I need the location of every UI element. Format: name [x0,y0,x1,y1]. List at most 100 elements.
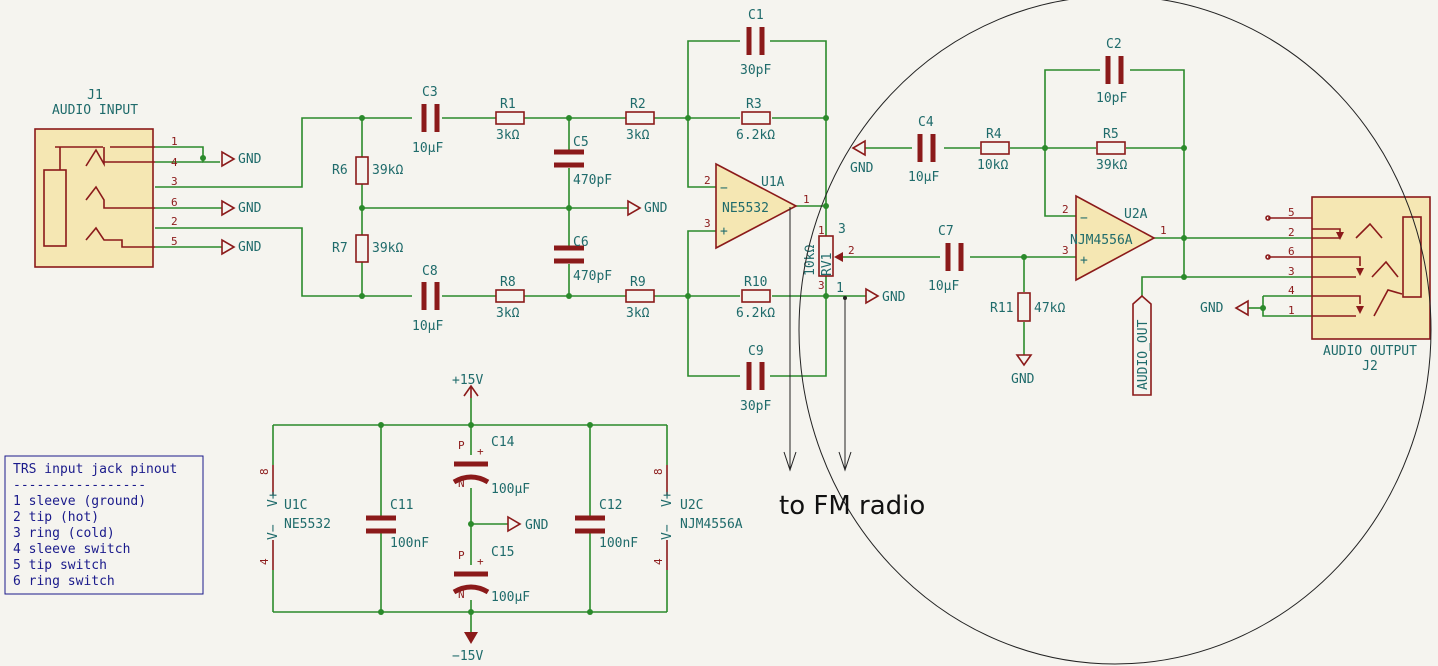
svg-text:R10: R10 [744,275,767,290]
svg-text:+: + [477,445,484,458]
svg-text:10µF: 10µF [412,141,443,156]
svg-text:C11: C11 [390,498,413,513]
svg-text:1: 1 [1160,224,1167,237]
svg-text:10µF: 10µF [928,279,959,294]
svg-text:6.2kΩ: 6.2kΩ [736,306,775,321]
svg-text:N: N [458,588,465,601]
fm-radio-annotation: to FM radio [779,0,1432,665]
svg-text:2: 2 [704,174,711,187]
gnd-label: GND [238,201,262,216]
svg-text:R7: R7 [332,241,348,256]
svg-text:R4: R4 [986,127,1002,142]
svg-text:R6: R6 [332,163,348,178]
capacitor-c4: C4 10µF [908,115,939,185]
svg-text:R8: R8 [500,275,516,290]
svg-text:10kΩ: 10kΩ [803,245,818,276]
capacitor-c5: C5 470pF [554,135,612,188]
j1-pin-1: 1 [171,135,178,148]
svg-text:100µF: 100µF [491,482,530,497]
j1-pin-5: 5 [171,235,178,248]
capacitor-c15: P N + C15 100µF [452,545,530,605]
svg-text:10pF: 10pF [1096,91,1127,106]
svg-text:39kΩ: 39kΩ [1096,158,1127,173]
capacitor-c1: C1 30pF [740,8,771,78]
resistor-r2: R2 3kΩ [625,97,655,143]
svg-text:6.2kΩ: 6.2kΩ [736,128,775,143]
svg-text:3kΩ: 3kΩ [496,128,520,143]
svg-text:R1: R1 [500,97,516,112]
net-label-audio-out: AUDIO_OUT [1132,294,1152,396]
gnd-label: GND [1200,301,1224,316]
svg-text:8: 8 [652,468,665,475]
svg-text:C9: C9 [748,344,764,359]
gnd-label: GND [882,290,906,305]
svg-text:NE5532: NE5532 [722,201,769,216]
svg-text:3kΩ: 3kΩ [496,306,520,321]
rv1-pin-1-mark: 1 [836,281,844,296]
j1-value: AUDIO INPUT [52,103,138,118]
svg-text:10µF: 10µF [412,319,443,334]
svg-text:6: 6 [1288,245,1295,258]
svg-text:N: N [458,477,465,490]
svg-text:R2: R2 [630,97,646,112]
svg-text:2: 2 [1288,226,1295,239]
svg-text:U2A: U2A [1124,207,1148,222]
svg-text:1: 1 [803,193,810,206]
resistor-r4: R4 10kΩ [977,127,1010,173]
resistor-r1: R1 3kΩ [495,97,525,143]
svg-text:NJM4556A: NJM4556A [1070,233,1133,248]
resistor-r9: R9 3kΩ [625,275,655,321]
svg-text:4: 4 [652,558,665,565]
gnd-label: GND [238,240,262,255]
svg-text:−: − [720,181,728,196]
capacitor-c11: C11 100nF [366,498,429,551]
svg-text:10µF: 10µF [908,170,939,185]
svg-text:U1A: U1A [761,175,785,190]
resistor-r6: R6 39kΩ [332,156,403,185]
svg-text:R3: R3 [746,97,762,112]
capacitor-c3: C3 10µF [412,85,443,156]
gnd-label: GND [238,152,262,167]
svg-text:V+: V+ [266,491,281,507]
svg-text:C12: C12 [599,498,622,513]
j2-ref: J2 [1362,359,1378,374]
svg-text:3kΩ: 3kΩ [626,306,650,321]
svg-text:3: 3 [1062,244,1069,257]
j1-pin-4: 4 [171,156,178,169]
note-line: 5 tip switch [13,558,107,573]
svg-text:47kΩ: 47kΩ [1034,301,1065,316]
resistor-r10: R10 6.2kΩ [736,275,775,321]
resistor-r8: R8 3kΩ [495,275,525,321]
annotation-text: to FM radio [779,491,925,521]
opamp-u2a: 2 3 1 − + U2A NJM4556A [1062,194,1167,282]
rv1-pin-3-mark: 3 [838,222,846,237]
capacitor-c14: P N + C14 100µF [452,435,530,497]
gnd-label: GND [1011,372,1035,387]
note-separator: ----------------- [13,478,146,493]
svg-text:U1C: U1C [284,498,307,513]
svg-text:30pF: 30pF [740,63,771,78]
svg-text:100nF: 100nF [599,536,638,551]
svg-text:R11: R11 [990,301,1013,316]
capacitor-c2: C2 10pF [1096,37,1127,106]
svg-text:+: + [477,555,484,568]
svg-text:C7: C7 [938,224,954,239]
svg-text:1: 1 [1288,304,1295,317]
svg-text:U2C: U2C [680,498,703,513]
svg-text:+15V: +15V [452,373,483,388]
gnd-label: GND [644,201,668,216]
svg-text:−15V: −15V [452,649,483,664]
rv1-pin-3: 3 [818,279,825,292]
svg-text:3kΩ: 3kΩ [626,128,650,143]
svg-text:+: + [720,224,728,239]
resistor-r11: R11 47kΩ [990,292,1065,322]
note-line: 4 sleeve switch [13,542,130,557]
gnd-label: GND [525,518,549,533]
svg-text:NJM4556A: NJM4556A [680,517,743,532]
svg-text:5: 5 [1288,206,1295,219]
potentiometer-rv1: RV1 10kΩ 1 2 3 3 1 [803,222,855,296]
svg-text:C3: C3 [422,85,438,100]
capacitor-c7: C7 10µF [928,224,964,294]
svg-text:C14: C14 [491,435,515,450]
